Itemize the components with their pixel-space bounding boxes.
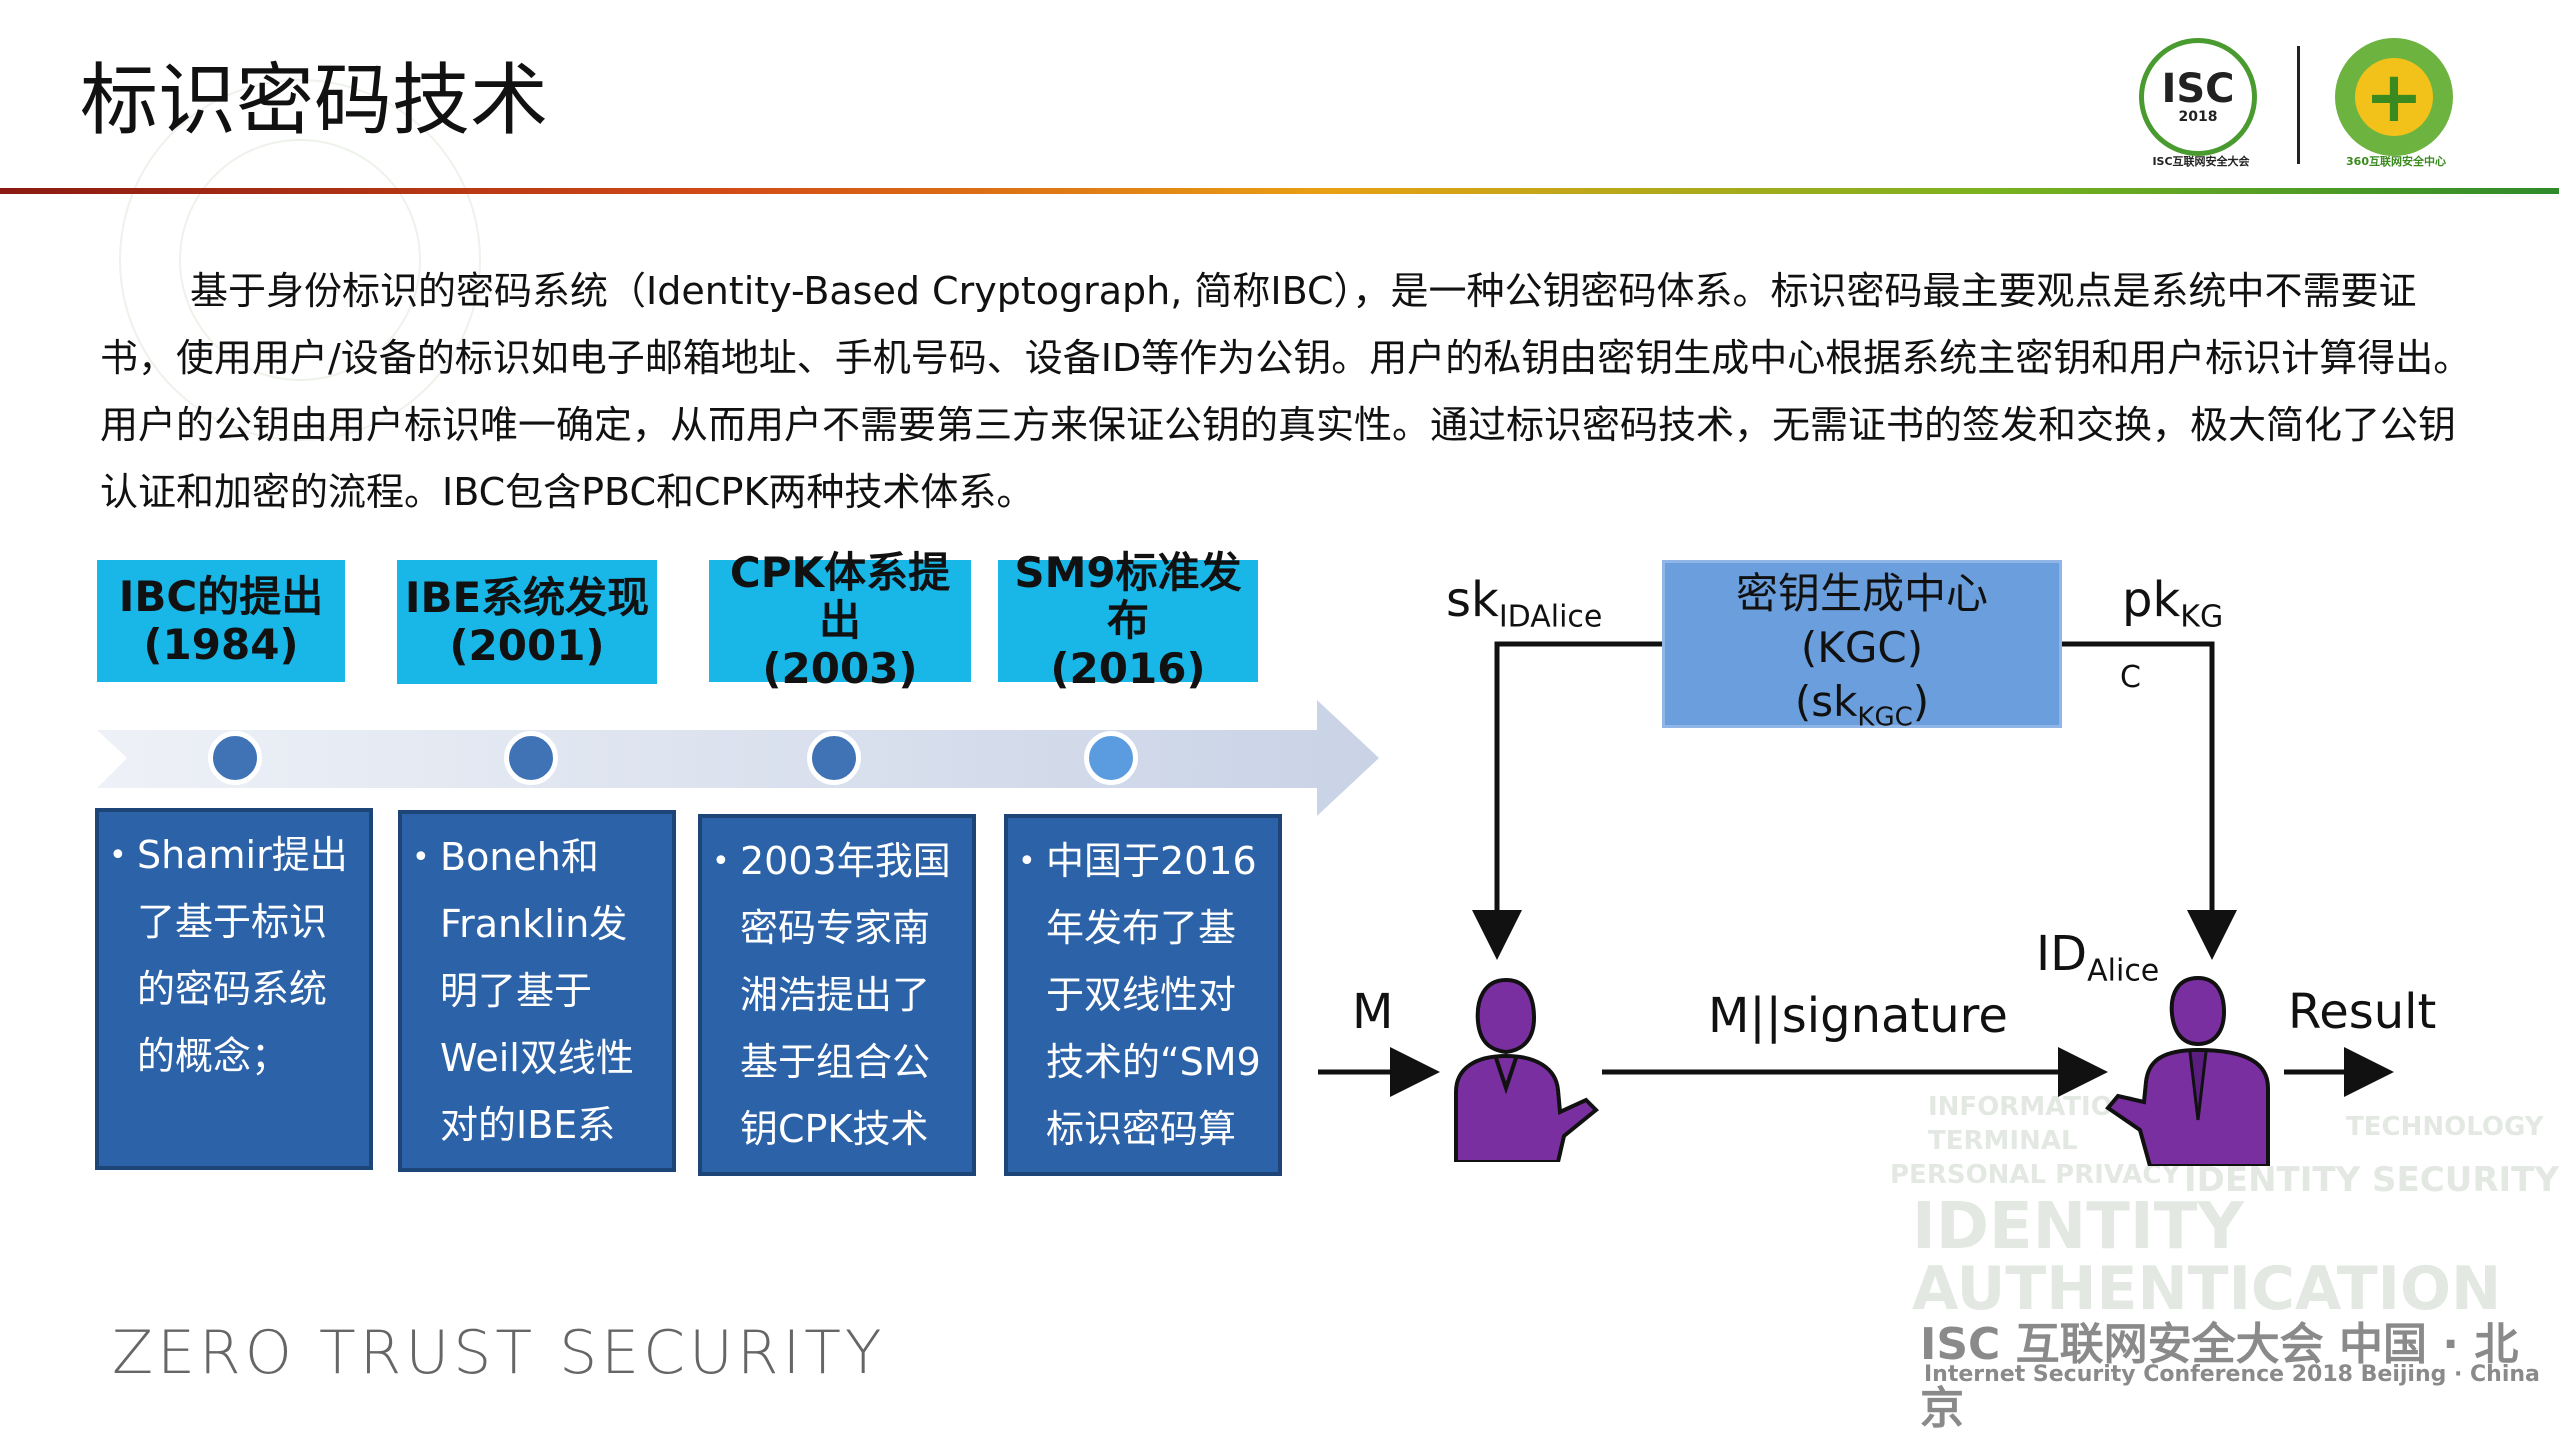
timeline-head-year: (2001) [449,621,605,670]
id-label: IDAlice [2036,930,2159,987]
page-title: 标识密码技术 [80,56,549,146]
timeline-box-text: 2003年我国密码专家南湘浩提出了基于组合公钥CPK技术的IBC体 [740,839,951,1151]
watermark-authentication: AUTHENTICATION [1912,1254,2502,1324]
watermark-information: INFORMATION [1928,1092,2135,1122]
isc-footer-subtitle: Internet Security Conference 2018 Beijin… [1924,1362,2540,1387]
plus-icon: + [2364,56,2424,138]
watermark-technology: TECHNOLOGY [2346,1112,2544,1142]
watermark-terminal: TERMINAL [1928,1126,2078,1156]
id-label-main: ID [2036,926,2088,982]
msig-label: M||signature [1708,988,2008,1044]
isc-logo-caption: ISC互联网安全大会 [2152,155,2250,168]
m-label: M [1352,984,1394,1040]
bullet-icon: • [412,840,430,875]
intro-paragraph: 基于身份标识的密码系统（Identity-Based Cryptograph, … [100,269,2472,514]
timeline-head-title: CPK体系提出 [729,548,951,645]
id-label-sub: Alice [2087,953,2160,989]
logo-divider [2297,46,2300,164]
timeline-head-1: IBC的提出 (1984) [97,560,345,682]
sk-label: skIDAlice [1446,576,1602,633]
timeline-head-year: (2003) [762,644,918,693]
kgc-key: (skKGC) [1665,675,2059,744]
pk-label: pkKG [2122,576,2223,633]
watermark-graphic [119,79,481,441]
timeline-head-year: (2016) [1050,644,1206,693]
isc-logo-text: ISC [2161,66,2235,112]
timeline-box-text: 中国于2016年发布了基于双线性对技术的“SM9标识密码算法标 [1046,839,1261,1151]
bullet-icon: • [109,838,127,873]
watermark-identity: IDENTITY [1912,1190,2244,1264]
timeline-head-title: SM9标准发布 [1014,548,1242,645]
bullet-icon: • [712,844,730,879]
kgc-title: 密钥生成中心 [1735,569,1988,618]
kgc-abbr: (KGC) [1800,623,1924,672]
timeline-head-3: CPK体系提出 (2003) [709,549,971,693]
timeline-dot-1 [208,731,262,785]
logo-group: ISC 2018 ISC互联网安全大会 + 360互联网安全中心 [2139,38,2479,168]
timeline-head-title: IBC的提出 [118,572,324,621]
timeline-dot-2 [504,731,558,785]
timeline-head-title: IBE系统发现 [404,573,650,622]
pk-label-c: C [2120,660,2141,695]
timeline-box-text: Boneh和Franklin发明了基于Weil双线性对的IBE系统； [440,835,634,1147]
result-label: Result [2288,984,2437,1040]
360-logo-inner: + [2355,58,2433,136]
timeline-box-3: • 2003年我国密码专家南湘浩提出了基于组合公钥CPK技术的IBC体 [698,814,976,1176]
timeline-box-4: • 中国于2016年发布了基于双线性对技术的“SM9标识密码算法标 [1004,814,1282,1176]
pk-label-main: pk [2122,572,2181,628]
background-watermark [0,0,1000,520]
timeline-box-1: • Shamir提出了基于标识的密码系统的概念； [95,808,373,1170]
isc-logo: ISC 2018 [2139,38,2257,156]
kgc-key-end: ) [1912,677,1930,726]
kgc-key-sub: KGC [1857,702,1913,733]
360-logo: + [2335,38,2453,156]
watermark-personal-privacy: PERSONAL PRIVACY [1890,1160,2181,1190]
bullet-icon: • [1018,844,1036,879]
zero-trust-watermark: ZERO TRUST SECURITY [112,1318,886,1388]
alice-person-icon [1454,977,1599,1162]
header-rule [0,188,2559,194]
watermark-identity-security: IDENTITY SECURITY [2184,1160,2559,1200]
sk-label-main: sk [1446,572,1499,628]
isc-footer-title: ISC 互联网安全大会 中国 · 北京 [1920,1319,2519,1434]
timeline-box-text: Shamir提出了基于标识的密码系统的概念； [137,833,348,1078]
timeline-box-2: • Boneh和Franklin发明了基于Weil双线性对的IBE系统； [398,810,676,1172]
timeline-dot-3 [807,731,861,785]
timeline-dot-4 [1084,731,1138,785]
timeline-arrow [97,700,1379,816]
timeline-head-4: SM9标准发布 (2016) [998,549,1258,693]
360-logo-caption: 360互联网安全中心 [2346,155,2446,168]
bob-person-icon [2105,975,2270,1166]
timeline-head-2: IBE系统发现 (2001) [397,560,657,684]
sk-label-sub: IDAlice [1498,599,1603,635]
kgc-key-main: (sk [1794,677,1858,726]
isc-logo-year: 2018 [2178,109,2218,125]
timeline-head-year: (1984) [143,620,299,669]
pk-label-sub: KG [2180,599,2224,635]
kgc-box: 密钥生成中心 (KGC) (skKGC) [1662,560,2062,732]
